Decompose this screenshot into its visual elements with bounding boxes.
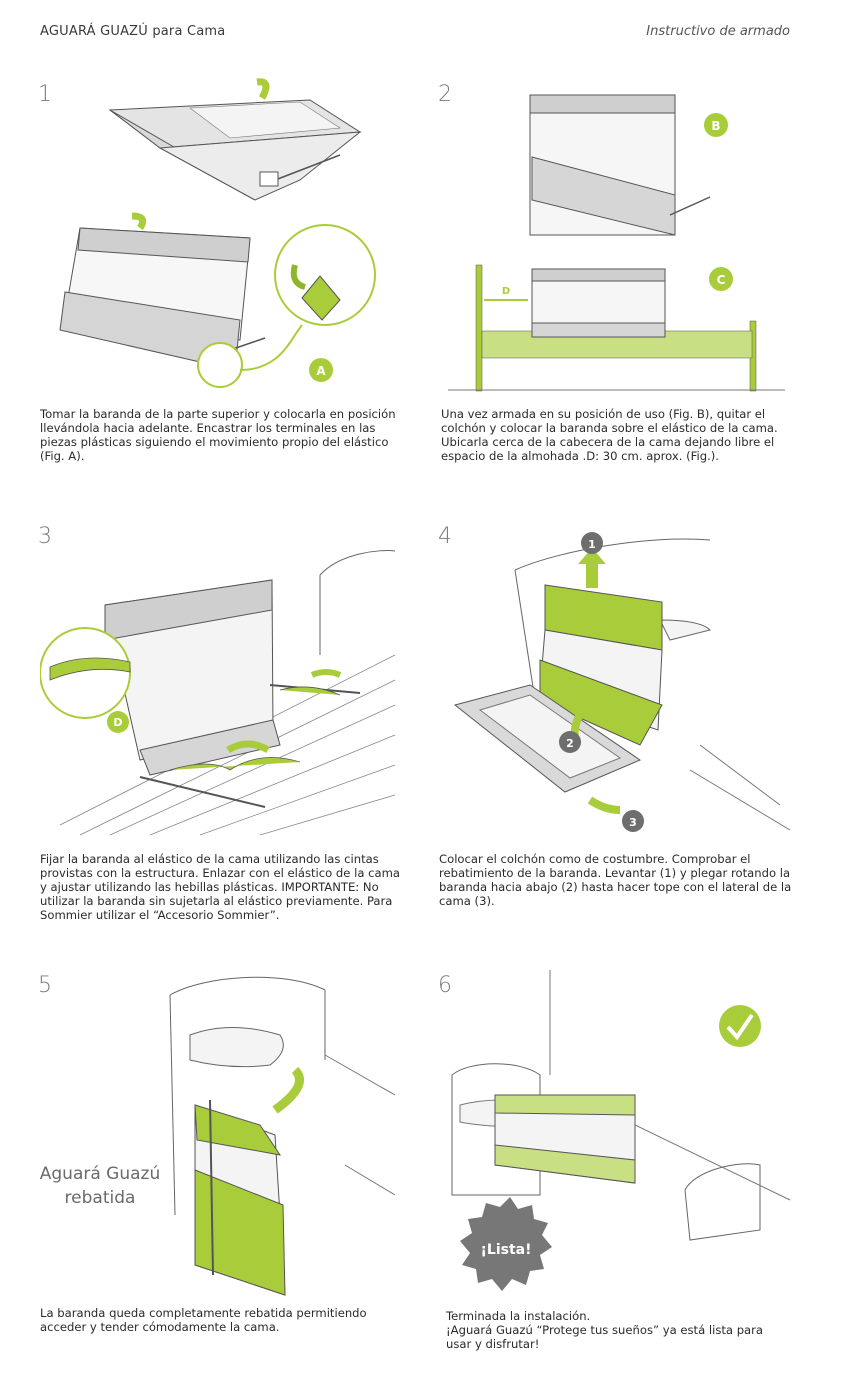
step-4-description: Colocar el colchón como de costumbre. Co… xyxy=(439,852,792,908)
document-header-brand: AGUARÁ GUAZÚ para Cama xyxy=(40,24,225,39)
step-2-illustration: B D C xyxy=(448,94,785,392)
figure-badge-c xyxy=(709,267,733,291)
figure-label-b: B xyxy=(711,119,720,133)
step-1-number: 1 xyxy=(38,82,52,107)
figure-badge-b xyxy=(704,113,728,137)
lift-arrow-icon xyxy=(256,78,270,100)
step-badge-2-label: 2 xyxy=(566,737,574,750)
brand-name: AGUARÁ GUAZÚ xyxy=(40,24,148,39)
step-5-number: 5 xyxy=(38,973,52,998)
figure-badge-a xyxy=(309,358,333,382)
step-4-illustration: 1 2 3 xyxy=(453,532,791,832)
step-6-description-line1: Terminada la instalación. xyxy=(446,1309,591,1323)
folded-rail-caption: Aguará Guazú rebatida xyxy=(30,1162,170,1210)
figure-label-d: D xyxy=(113,716,122,729)
step-6-number: 6 xyxy=(438,973,452,998)
lift-arrow-icon xyxy=(586,558,598,588)
step-5-description: La baranda queda completamente rebatida … xyxy=(40,1306,367,1334)
step-badge-1-label: 1 xyxy=(588,538,596,551)
step-5-illustration xyxy=(169,976,395,1296)
step-3-description: Fijar la baranda al elástico de la cama … xyxy=(40,852,400,922)
lift-arrow-icon xyxy=(131,212,147,230)
step-3-number: 3 xyxy=(38,524,52,549)
step-badge-3-label: 3 xyxy=(629,816,637,829)
step-1-description: Tomar la baranda de la parte superior y … xyxy=(40,407,396,463)
figure-badge-d xyxy=(107,711,129,733)
step-6-illustration: ¡Lista! xyxy=(451,970,791,1291)
brand-suffix: para Cama xyxy=(147,24,226,39)
checkmark-icon xyxy=(726,1013,754,1041)
fold-down-arrow-icon xyxy=(272,1066,304,1114)
step-2-number: 2 xyxy=(438,82,452,107)
step-6-description-line2: ¡Aguará Guazú “Protege tus sueños” ya es… xyxy=(446,1323,764,1351)
checkmark-badge xyxy=(719,1005,761,1047)
figure-label-c: C xyxy=(717,273,726,287)
direction-arrow-icon xyxy=(310,669,342,678)
step-badge-3 xyxy=(622,810,644,832)
rotate-arrow-icon xyxy=(290,264,306,290)
direction-arrow-icon xyxy=(226,740,270,754)
ready-seal xyxy=(460,1197,552,1291)
step-4-number: 4 xyxy=(438,524,452,549)
step-1-illustration: A xyxy=(59,78,376,388)
ready-seal-label: ¡Lista! xyxy=(481,1242,532,1258)
step-badge-1 xyxy=(581,532,603,554)
step-6-description: Terminada la instalación. ¡Aguará Guazú … xyxy=(446,1309,786,1351)
figure-label-a: A xyxy=(316,364,326,378)
folded-rail-caption-line2: rebatida xyxy=(64,1188,136,1208)
step-2-description: Una vez armada en su posición de uso (Fi… xyxy=(441,407,778,463)
document-type-label: Instructivo de armado xyxy=(646,24,790,39)
folded-rail-caption-line1: Aguará Guazú xyxy=(39,1164,161,1184)
dimension-label-d: D xyxy=(502,286,510,297)
push-arrow-icon xyxy=(587,796,621,814)
step-badge-2 xyxy=(559,731,581,753)
step-3-illustration: D xyxy=(40,550,396,836)
